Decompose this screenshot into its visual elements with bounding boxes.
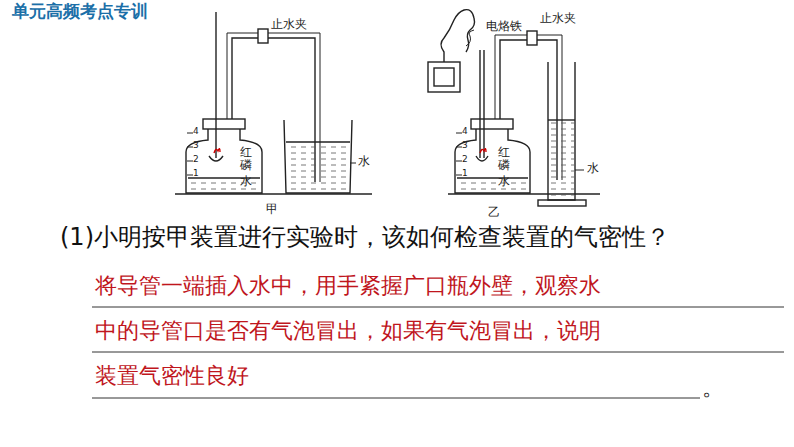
figure-label: 甲 xyxy=(266,203,278,216)
scale-number: 4 xyxy=(462,127,468,137)
part-label: 水 xyxy=(587,162,599,175)
part-label: 水 xyxy=(240,175,252,188)
part-label: 电烙铁 xyxy=(486,20,522,33)
part-label: 红磷 xyxy=(498,146,510,172)
question-text: (1)小明按甲装置进行实验时，该如何检查装置的气密性？ xyxy=(60,224,670,250)
scale-number: 2 xyxy=(462,155,468,165)
scale-number: 4 xyxy=(193,127,199,137)
part-label: 止水夹 xyxy=(540,12,576,25)
part-label: 水 xyxy=(358,155,370,168)
answer-text: 中的导管口是否有气泡冒出，如果有气泡冒出，说明 xyxy=(95,319,601,343)
part-label: 水 xyxy=(498,175,510,188)
part-label: 止水夹 xyxy=(271,18,307,31)
scale-number: 3 xyxy=(462,141,468,151)
punctuation: 。 xyxy=(702,376,724,400)
slide-heading: 单元高频考点专训 xyxy=(12,2,148,21)
figure-label: 乙 xyxy=(488,206,500,219)
scale-number: 2 xyxy=(193,155,199,165)
part-label: 红磷 xyxy=(240,146,252,172)
scale-number: 1 xyxy=(193,169,199,179)
answer-text: 将导管一端插入水中，用手紧握广口瓶外壁，观察水 xyxy=(95,274,601,298)
answer-text: 装置气密性良好 xyxy=(95,364,249,388)
scale-number: 1 xyxy=(462,169,468,179)
scale-number: 3 xyxy=(193,141,199,151)
